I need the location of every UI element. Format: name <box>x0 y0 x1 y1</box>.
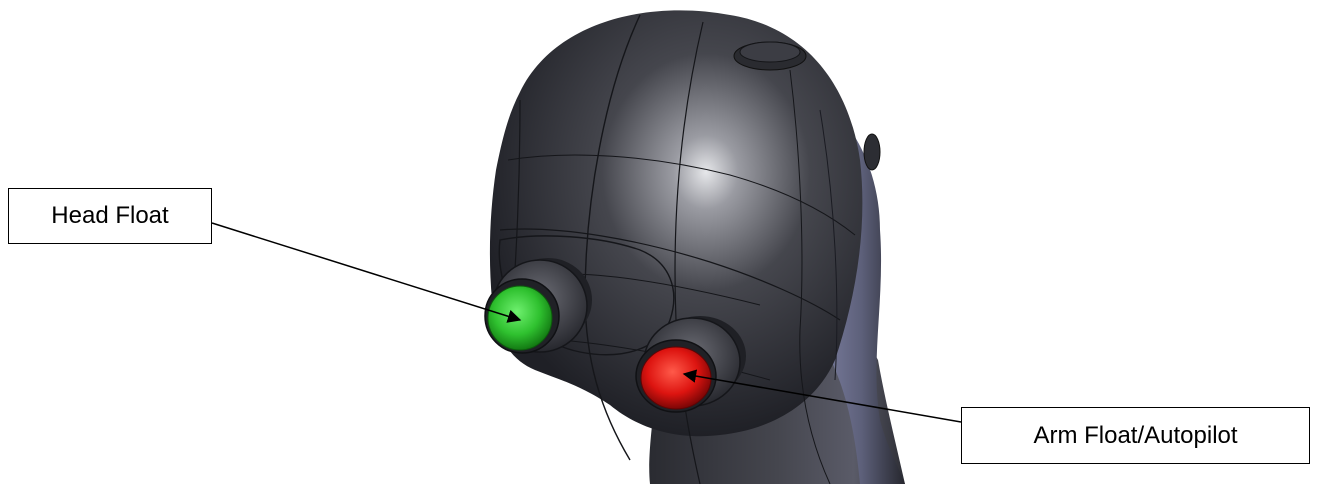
head-float-label: Head Float <box>8 188 212 244</box>
head-float-leader-line <box>212 223 520 320</box>
joystick-handle-icon <box>490 10 905 484</box>
arm-float-autopilot-label: Arm Float/Autopilot <box>961 407 1310 464</box>
